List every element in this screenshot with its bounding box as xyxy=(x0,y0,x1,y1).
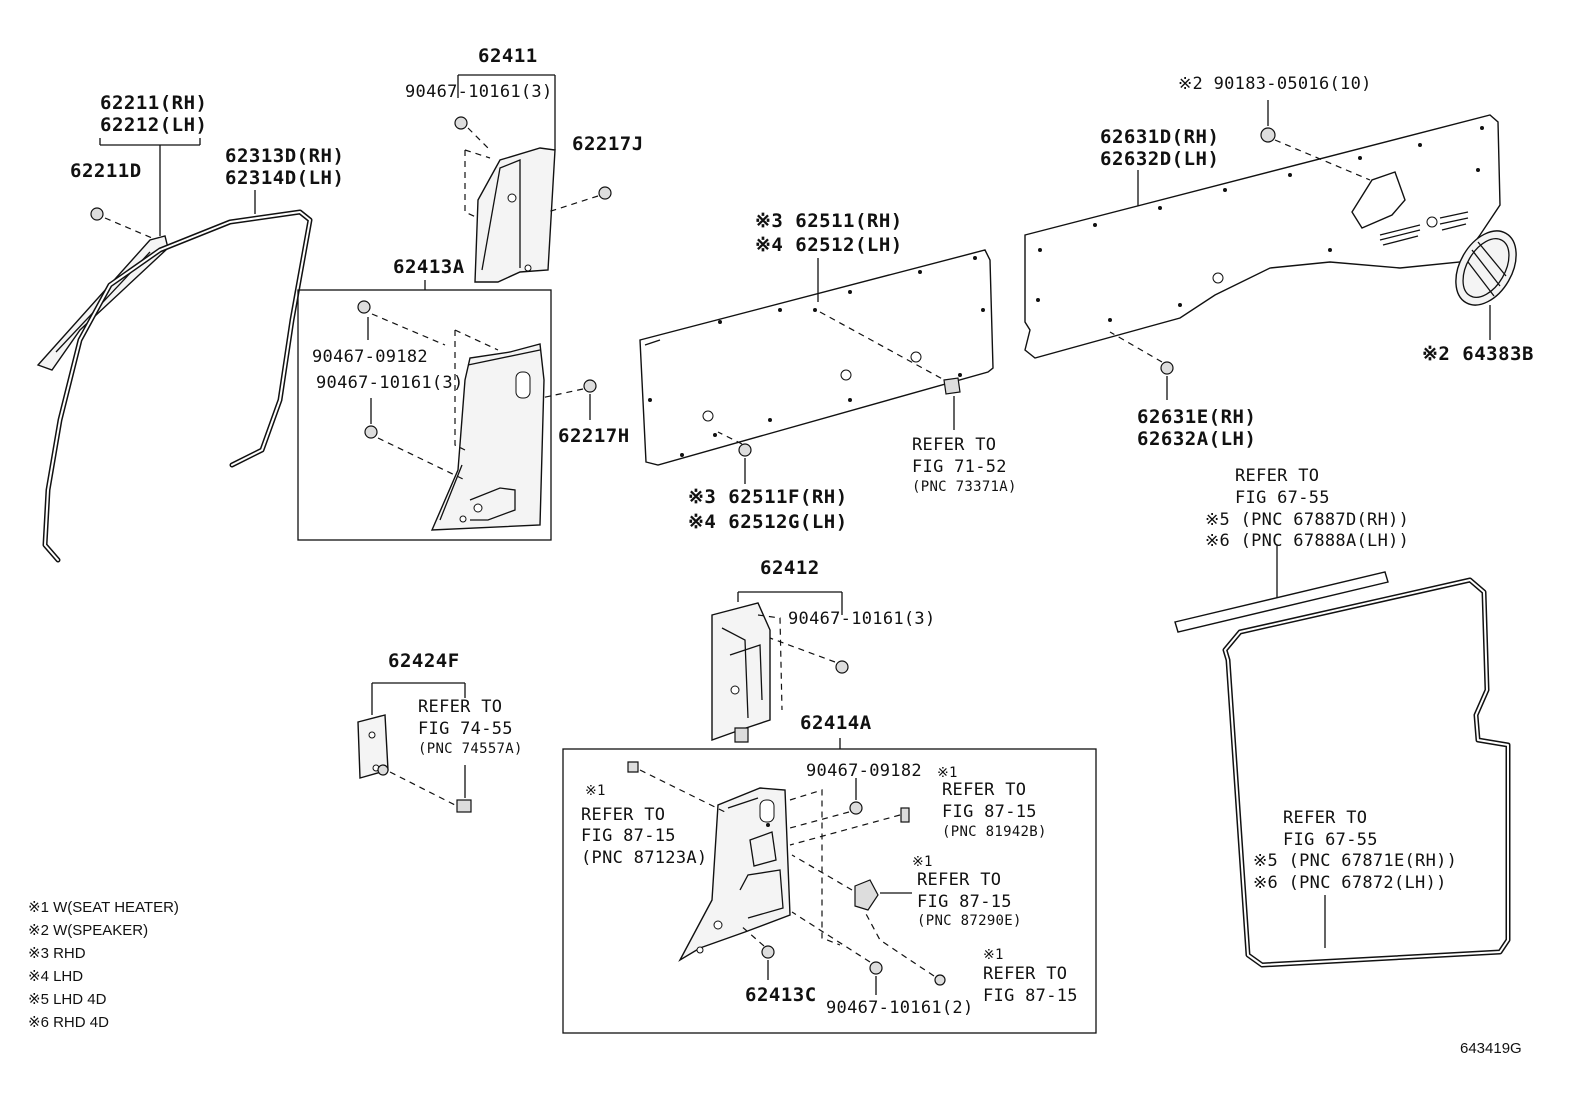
part-number-62511: ※3 62511(RH) xyxy=(755,210,903,232)
garnish-62424f xyxy=(357,682,472,813)
refer-fig-67-lower-title: REFER TO xyxy=(1283,808,1368,828)
part-number-64383b: ※2 64383B xyxy=(1422,343,1534,365)
refer-fig-87b-number: FIG 87-15 xyxy=(942,802,1037,822)
refer-fig-67-upper-pnc-rh: ※5 (PNC 67887D(RH)) xyxy=(1205,510,1410,530)
footnote-2: ※2 W(SPEAKER) xyxy=(28,922,149,939)
refer-fig-67-upper-number: FIG 67-55 xyxy=(1235,488,1330,508)
footnote-1: ※1 W(SEAT HEATER) xyxy=(28,899,179,916)
refer-fig-87c-title: REFER TO xyxy=(917,870,1002,890)
part-number-62424f: 62424F xyxy=(388,650,460,672)
refer-fig-87d-title: REFER TO xyxy=(983,964,1068,984)
part-number-62413c: 62413C xyxy=(745,984,817,1006)
refer-fig-71-title: REFER TO xyxy=(912,435,997,455)
part-number-62314d: 62314D(LH) xyxy=(225,167,345,189)
back-door-weatherstrip xyxy=(1174,545,1511,968)
part-number-90467-10161-2: 90467-10161(2) xyxy=(826,998,974,1018)
part-number-62512g: ※4 62512G(LH) xyxy=(688,511,848,533)
part-number-90183: ※2 90183-05016(10) xyxy=(1178,74,1372,94)
door-opening-weatherstrip-62313d xyxy=(42,190,313,563)
part-number-62211d: 62211D xyxy=(70,160,142,182)
refer-fig-87d-number: FIG 87-15 xyxy=(983,986,1078,1006)
part-number-62631d: 62631D(RH) xyxy=(1100,126,1220,148)
footnote-6: ※6 RHD 4D xyxy=(28,1014,109,1031)
refer-fig-87a-pnc: (PNC 87123A) xyxy=(581,848,708,868)
refer-fig-67-lower-pnc-rh: ※5 (PNC 67871E(RH)) xyxy=(1253,851,1458,871)
part-number-62217j: 62217J xyxy=(572,133,644,155)
part-number-62414a: 62414A xyxy=(800,712,872,734)
part-number-62412: 62412 xyxy=(760,557,820,579)
refer-fig-87d-mark: ※1 xyxy=(983,947,1004,963)
quarter-trim-panel-62511 xyxy=(639,249,994,484)
refer-fig-67-upper-title: REFER TO xyxy=(1235,466,1320,486)
refer-fig-71-number: FIG 71-52 xyxy=(912,457,1007,477)
refer-fig-74-title: REFER TO xyxy=(418,697,503,717)
part-number-62631e: 62631E(RH) xyxy=(1137,406,1257,428)
refer-fig-74-pnc: (PNC 74557A) xyxy=(418,741,523,757)
refer-fig-67-upper-pnc-lh: ※6 (PNC 67888A(LH)) xyxy=(1205,531,1410,551)
part-number-62313d: 62313D(RH) xyxy=(225,145,345,167)
footnote-3: ※3 RHD xyxy=(28,945,86,962)
part-number-62632a: 62632A(LH) xyxy=(1137,428,1257,450)
part-number-62512: ※4 62512(LH) xyxy=(755,234,903,256)
part-number-62411: 62411 xyxy=(478,45,538,67)
refer-fig-87a-mark: ※1 xyxy=(585,783,606,799)
part-number-90467-09182-a: 90467-09182 xyxy=(312,347,428,367)
footnote-4: ※4 LHD xyxy=(28,968,84,985)
refer-fig-67-lower-number: FIG 67-55 xyxy=(1283,830,1378,850)
part-number-90467-10161-a: 90467-10161(3) xyxy=(405,82,553,102)
refer-fig-74-number: FIG 74-55 xyxy=(418,719,513,739)
part-number-62413a: 62413A xyxy=(393,256,465,278)
pillar-garnish-62412 xyxy=(711,591,849,743)
refer-fig-87a-number: FIG 87-15 xyxy=(581,826,676,846)
footnote-5: ※5 LHD 4D xyxy=(28,991,107,1008)
refer-fig-87b-pnc: (PNC 81942B) xyxy=(942,824,1047,840)
refer-fig-87c-pnc: (PNC 87290E) xyxy=(917,913,1022,929)
pillar-garnish-62413a xyxy=(357,300,597,531)
refer-fig-87a-title: REFER TO xyxy=(581,805,666,825)
rear-quarter-panel-62631d xyxy=(1024,100,1501,400)
pillar-garnish-62414a xyxy=(627,761,946,995)
refer-fig-71-pnc: (PNC 73371A) xyxy=(912,479,1017,495)
part-number-62211: 62211(RH) xyxy=(100,92,208,114)
part-number-62632d: 62632D(LH) xyxy=(1100,148,1220,170)
part-number-90467-10161-c: 90467-10161(3) xyxy=(788,609,936,629)
speaker-grille-64383b xyxy=(1455,230,1517,340)
figure-id: 643419G xyxy=(1460,1040,1522,1057)
part-number-62212: 62212(LH) xyxy=(100,114,208,136)
refer-fig-87b-mark: ※1 xyxy=(937,765,958,781)
refer-fig-87c-mark: ※1 xyxy=(912,854,933,870)
part-number-90467-10161-b: 90467-10161(3) xyxy=(316,373,464,393)
part-number-90467-09182-b: 90467-09182 xyxy=(806,761,922,781)
pillar-garnish-62411 xyxy=(454,74,612,283)
refer-fig-87c-number: FIG 87-15 xyxy=(917,892,1012,912)
part-number-62217h: 62217H xyxy=(558,425,630,447)
refer-fig-67-lower-pnc-lh: ※6 (PNC 67872(LH)) xyxy=(1253,873,1447,893)
box-62414a xyxy=(562,748,1097,1034)
part-number-62511f: ※3 62511F(RH) xyxy=(688,486,848,508)
refer-fig-87b-title: REFER TO xyxy=(942,780,1027,800)
